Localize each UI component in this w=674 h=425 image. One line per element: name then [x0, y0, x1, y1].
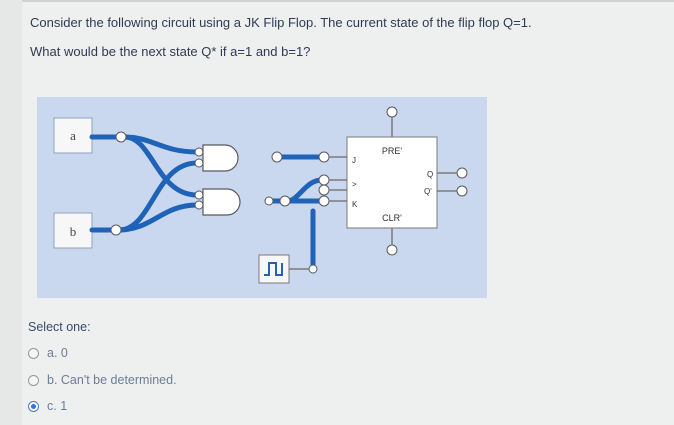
radio-option-a[interactable] [28, 347, 39, 359]
answer-option-b[interactable]: b. Can't be determined. [28, 372, 177, 388]
clock-wave-icon [264, 262, 283, 276]
pin-pre-label: PRE' [382, 146, 403, 156]
answer-option-c[interactable]: c. 1 [28, 398, 67, 414]
question-text-line2: What would be the next state Q* if a=1 a… [30, 44, 311, 59]
nand-gate-top [202, 144, 239, 172]
divider [22, 0, 674, 2]
radio-option-b[interactable] [28, 374, 39, 386]
answer-option-c-label: c. 1 [47, 399, 68, 413]
answer-option-a[interactable]: a. 0 [28, 345, 68, 361]
question-text-line1: Consider the following circuit using a J… [30, 15, 532, 30]
answer-option-a-label: a. 0 [47, 346, 68, 360]
pin-qbar-label: Q' [424, 187, 432, 196]
and-gate-bottom [202, 188, 241, 216]
clock-source [258, 254, 290, 284]
input-b-label: b [70, 224, 77, 239]
pin-q-label: Q [427, 170, 433, 179]
answer-option-b-label: b. Can't be determined. [47, 373, 177, 387]
input-a-label: a [70, 128, 76, 143]
radio-option-c[interactable] [28, 400, 39, 412]
circuit-diagram: a b [37, 97, 487, 298]
pin-j-label: J [352, 156, 356, 165]
select-one-prompt: Select one: [28, 320, 91, 334]
pin-k-label: K [352, 200, 358, 209]
input-a-box [53, 117, 93, 154]
pin-clr-label: CLR' [382, 213, 402, 223]
pin-clk-label: > [352, 180, 357, 189]
jk-flip-flop [346, 136, 438, 229]
